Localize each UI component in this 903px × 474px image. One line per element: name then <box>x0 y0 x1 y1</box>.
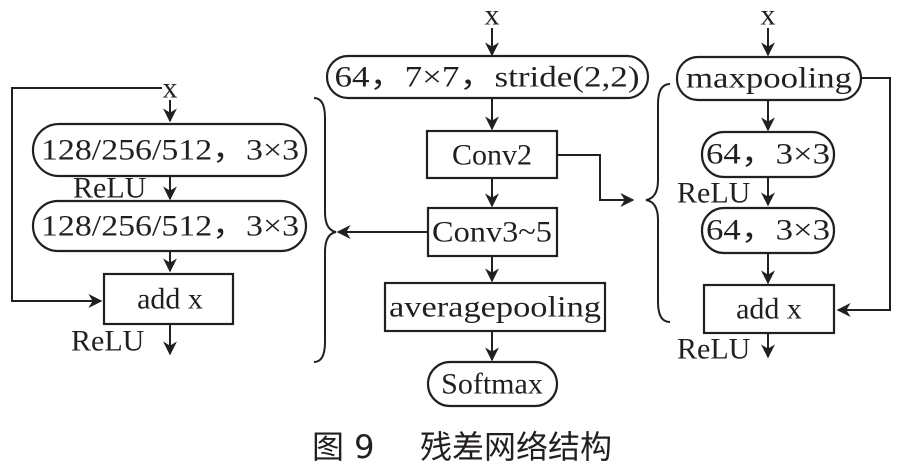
conv2-node <box>425 129 559 180</box>
right-relu-mid-label: ReLU <box>677 177 751 210</box>
left-block-edges <box>11 87 177 356</box>
right-add-label: add x <box>736 293 802 326</box>
left-add-label: add x <box>137 283 203 316</box>
main-flow-edges <box>336 28 635 362</box>
right-relu-out-label: ReLU <box>677 333 751 366</box>
left-relu-mid-label: ReLU <box>73 172 147 205</box>
softmax-node <box>426 360 559 408</box>
maxpooling-node <box>675 55 863 102</box>
left-add-node <box>102 272 235 326</box>
caption-figure-number: 图 9 <box>312 428 375 466</box>
softmax-label: Softmax <box>441 368 543 401</box>
conv3-5-node <box>426 206 559 258</box>
left-residual-block: x 128/256/512，3×3 ReLU 128/256/512，3×3 a… <box>31 72 308 358</box>
left-conv-b-node <box>31 199 308 253</box>
caption-title: 残差网络结构 <box>420 428 612 466</box>
left-brace <box>313 97 337 363</box>
right-residual-block: x maxpooling 64，3×3 ReLU 64，3×3 add x Re… <box>675 0 863 366</box>
right-conv-a-label: 64，3×3 <box>706 138 830 171</box>
conv1-label: 64，7×7，stride(2,2) <box>335 61 640 94</box>
right-block-edges <box>761 28 891 359</box>
right-conv-b-node <box>700 206 836 255</box>
maxpooling-label: maxpooling <box>686 62 852 95</box>
main-input-label: x <box>485 0 500 32</box>
conv2-label: Conv2 <box>452 139 532 172</box>
right-input-label: x <box>761 0 776 32</box>
averagepooling-node <box>383 281 607 333</box>
left-conv-a-node <box>31 122 308 178</box>
left-relu-out-label: ReLU <box>71 325 145 358</box>
averagepooling-label: averagepooling <box>389 291 601 324</box>
conv1-node <box>325 54 650 100</box>
left-conv-a-label: 128/256/512，3×3 <box>41 134 299 167</box>
main-flow: 64，7×7，stride(2,2) Conv2 Conv3~5 average… <box>325 0 650 408</box>
conv3-5-label: Conv3~5 <box>432 216 552 249</box>
right-brace <box>645 83 671 323</box>
right-conv-b-label: 64，3×3 <box>706 214 830 247</box>
right-add-node <box>702 283 836 335</box>
right-conv-a-node <box>700 130 836 179</box>
left-conv-b-label: 128/256/512，3×3 <box>41 210 299 243</box>
figure-caption: 图 9 残差网络结构 <box>312 428 612 466</box>
left-input-label: x <box>163 72 178 105</box>
